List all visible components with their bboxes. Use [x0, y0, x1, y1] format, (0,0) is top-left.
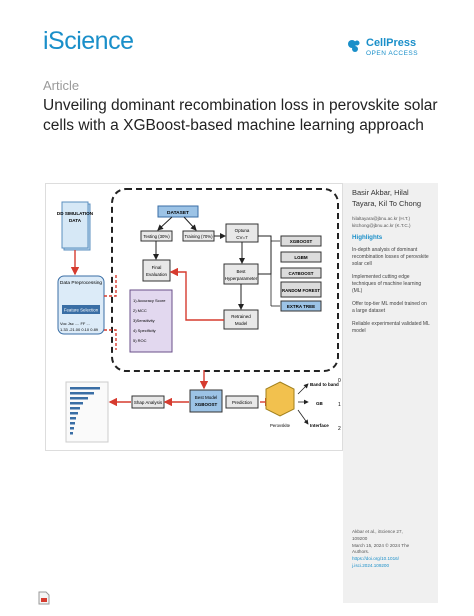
- graphical-abstract: DD SIMULATION DATA Data Preprocessing Fe…: [45, 183, 343, 451]
- perovskite-crystal-icon: [265, 381, 295, 417]
- best-model-2: XGBOOST: [195, 402, 218, 407]
- perovskite-label: Perovskite: [270, 423, 291, 428]
- cellpress-mark-icon: [348, 40, 360, 52]
- doi-line-1[interactable]: https://doi.org/10.1016/: [352, 556, 399, 562]
- metric-2: 2) MCC: [133, 308, 147, 313]
- journal-logo: iScience: [43, 27, 134, 55]
- citation-line-3: March 15, 2024 © 2024 The: [352, 542, 410, 548]
- cellpress-logo: CellPress OPEN ACCESS: [346, 38, 418, 57]
- training-label: Training (70%): [184, 234, 213, 239]
- email-1[interactable]: hilaltayara@jbnu.ac.kr (H.T.): [352, 216, 411, 221]
- article-title: Unveiling dominant recombination loss in…: [43, 97, 438, 134]
- metric-5: 5) ROC: [133, 338, 147, 343]
- citation: Akbar et al., iScience 27, 109200 March …: [352, 529, 409, 570]
- best-hp-2: Hyperparameter: [225, 276, 258, 281]
- author-list: Basir Akbar, Hilal Tayara, Kil To Chong: [352, 188, 422, 208]
- final-label-1: Final: [152, 265, 162, 270]
- highlight-3: Offer top-tier ML model trained on a lar…: [352, 301, 427, 314]
- retrained-2: Model: [235, 321, 247, 326]
- shap-label: Shap Analysis: [134, 400, 163, 405]
- output-1: Band to band: [310, 382, 339, 387]
- metric-1: 1) Accuracy Score: [133, 298, 166, 303]
- open-access-label: OPEN ACCESS: [366, 50, 419, 57]
- model-5: EXTRA TREE: [287, 304, 315, 309]
- best-hyperparameter-box: [223, 263, 259, 285]
- feat-row2: 1.33 -21.00 0.10 0.89: [60, 327, 99, 332]
- highlight-4: Reliable experimental validated ML model: [352, 321, 430, 334]
- testing-label: Testing (30%): [143, 234, 170, 239]
- prediction-box: [225, 395, 259, 409]
- highlights-heading: Highlights: [352, 234, 383, 241]
- output-3: Interface: [310, 423, 329, 428]
- metric-3: 3)Sensitivity: [133, 318, 155, 323]
- model-2: LGBM: [294, 255, 307, 260]
- dd-simulation-data-icon: [61, 201, 91, 251]
- cv-label: CV=7: [236, 235, 248, 240]
- optuna-label: Optuna: [235, 228, 250, 233]
- metrics-box: [129, 289, 173, 353]
- retrained-1: Retrained: [231, 314, 251, 319]
- citation-line-4: Authors.: [352, 549, 370, 555]
- download-pdf-icon[interactable]: [38, 591, 50, 605]
- email-2[interactable]: kitchong@jbnu.ac.kr (K.T.C.): [352, 223, 411, 228]
- model-3: CATBOOST: [289, 271, 314, 276]
- workflow-diagram: DD SIMULATION DATA Data Preprocessing Fe…: [57, 188, 341, 443]
- output-num-1: 1: [338, 402, 341, 408]
- sidebar-panel: Basir Akbar, Hilal Tayara, Kil To Chong …: [343, 183, 438, 603]
- final-label-2: Evaluation: [146, 272, 168, 277]
- retrained-model-box: [223, 309, 259, 330]
- dd-sub: DATA: [69, 218, 82, 223]
- dataset-box: [157, 205, 199, 218]
- output-num-2: 2: [338, 426, 341, 432]
- model-1: XGBOOST: [290, 239, 313, 244]
- dd-title: DD SIMULATION: [57, 211, 94, 216]
- prediction-label: Prediction: [232, 400, 253, 405]
- models-list: [280, 235, 322, 312]
- best-model-box: [189, 389, 223, 413]
- feat-row1: Voc Jsc .... FF ...: [60, 321, 90, 326]
- output-num-0: 0: [338, 378, 341, 384]
- citation-line-2: 109200: [352, 535, 368, 541]
- citation-line-1: Akbar et al., iScience 27,: [352, 529, 403, 534]
- feature-selection-box: [62, 305, 100, 314]
- dataset-label: DATASET: [167, 210, 189, 216]
- shap-bars: [70, 387, 100, 435]
- final-evaluation-box: [142, 259, 171, 282]
- model-4: RANDOM FOREST: [282, 288, 320, 293]
- data-prep-label: Data Preprocessing: [60, 280, 102, 286]
- doi-line-2[interactable]: j.isci.2024.109200: [352, 562, 390, 568]
- highlight-1: In-depth analysis of dominant recombinat…: [352, 247, 429, 267]
- output-2: GB: [316, 401, 324, 406]
- metric-4: 4) Specificity: [133, 328, 156, 333]
- cellpress-name: CellPress: [366, 37, 417, 49]
- emails: hilaltayara@jbnu.ac.kr (H.T.) kitchong@j…: [352, 215, 430, 229]
- best-hp-1: Best: [236, 269, 246, 274]
- pipeline-frame: [111, 188, 339, 372]
- highlight-2: Implemented cutting edge techniques of m…: [352, 274, 422, 294]
- best-model-1: Best Model: [195, 395, 218, 400]
- feat-sel-label: Feature Selection: [64, 308, 99, 313]
- article-type: Article: [43, 78, 80, 93]
